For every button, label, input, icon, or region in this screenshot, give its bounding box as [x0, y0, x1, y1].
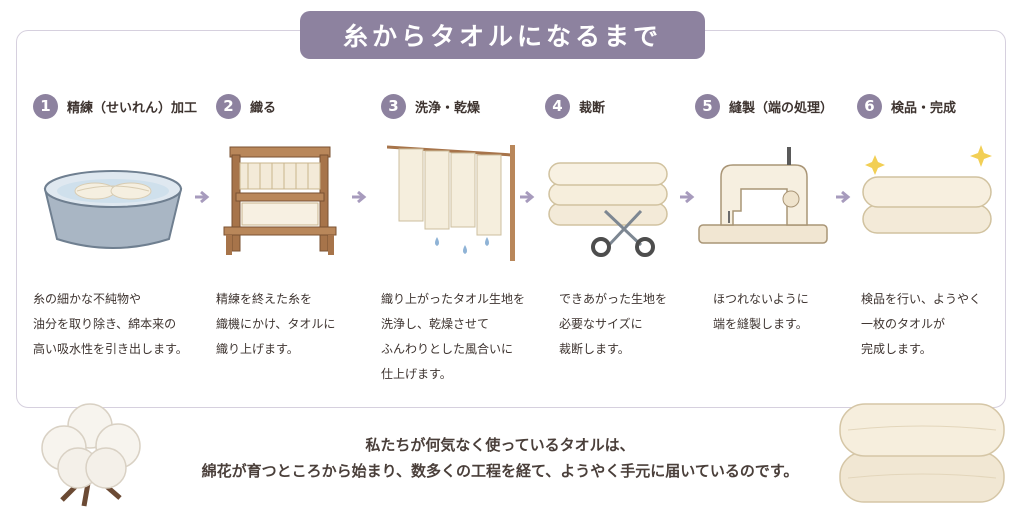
step-number: 6 [857, 93, 882, 119]
step-number: 3 [381, 93, 406, 119]
step-description: できあがった生地を 必要なサイズに 裁断します。 [559, 292, 668, 356]
arrow-right-icon [195, 190, 210, 204]
step-3: 3 洗浄・乾燥 織り上がったタオル生地を 洗浄し、乾燥させて ふんわりとした風合… [381, 93, 541, 393]
arrow-right-icon [352, 190, 367, 204]
step-number: 5 [695, 93, 720, 119]
step-description: 精練を終えた糸を 織機にかけ、タオルに 織り上げます。 [216, 292, 336, 356]
sparkle-icon [865, 155, 885, 175]
step-2: 2 織る 精練を終えた糸を 織機にかけ、タオルに 織り上げます。 [216, 93, 376, 393]
step-description: ほつれないように 端を縫製します。 [713, 292, 809, 331]
step-4: 4 裁断 できあがった生地を 必要なサイズに 裁断します。 [545, 93, 705, 393]
footer-message: 私たちが何気なく使っているタオルは、 綿花が育つところから始まり、数多くの工程を… [150, 432, 850, 484]
step-title: 裁断 [579, 100, 606, 116]
sparkle-icon [970, 145, 992, 167]
step-number: 2 [216, 93, 241, 119]
drying-towels-icon [387, 145, 515, 261]
step-number: 4 [545, 93, 570, 119]
cotton-boll-icon [41, 403, 141, 507]
step-5: 5 縫製（端の処理） ほつれないように 端を縫製します。 [695, 93, 855, 393]
step-description: 検品を行い、ようやく 一枚のタオルが 完成します。 [861, 292, 982, 356]
page-title: 糸からタオルになるまで [300, 11, 705, 59]
finished-towels-icon [862, 145, 992, 234]
washing-basin-icon [43, 170, 183, 249]
step-title: 精練（せいれん）加工 [67, 100, 198, 116]
step-6: 6 検品・完成 検品を行い、ようやく 一枚のタオルが 完成します。 [857, 93, 1017, 393]
step-title: 織る [250, 100, 277, 116]
footer-line-2: 綿花が育つところから始まり、数多くの工程を経て、ようやく手元に届いているのです。 [201, 462, 799, 480]
step-description: 糸の細かな不純物や 油分を取り除き、綿本来の 高い吸水性を引き出します。 [33, 292, 188, 356]
step-title: 検品・完成 [891, 100, 957, 116]
step-description: 織り上がったタオル生地を 洗浄し、乾燥させて ふんわりとした風合いに 仕上げます… [381, 292, 526, 381]
sewing-machine-icon [698, 147, 828, 244]
step-1: 1 精練（せいれん）加工 糸の細かな不純物や 油分を取り除き、綿本来の 高い吸水… [33, 93, 197, 393]
arrow-right-icon [680, 190, 695, 204]
cloth-scissors-icon [548, 162, 668, 257]
loom-icon [223, 146, 337, 255]
footer-line-1: 私たちが何気なく使っているタオルは、 [365, 436, 635, 454]
arrow-right-icon [836, 190, 851, 204]
step-title: 縫製（端の処理） [729, 100, 834, 116]
folded-towels-icon [839, 403, 1005, 503]
step-number: 1 [33, 93, 58, 119]
arrow-right-icon [520, 190, 535, 204]
step-title: 洗浄・乾燥 [415, 100, 481, 116]
